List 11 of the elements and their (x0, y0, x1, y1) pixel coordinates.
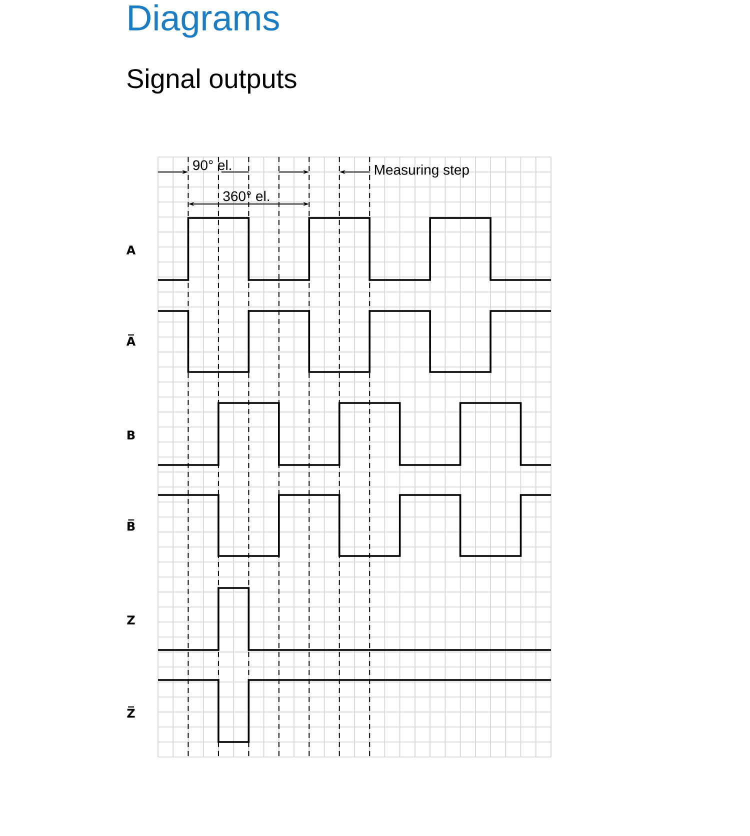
signal-name: Z̅ (127, 706, 135, 718)
signal-name: B̅ (128, 519, 135, 531)
signal-name: A (126, 246, 136, 254)
signal-name: B (128, 430, 135, 440)
signal-name: A̅ (126, 334, 136, 346)
dimension-label: Measuring step (374, 164, 469, 178)
dimension-label: 90° el. (193, 160, 231, 170)
title: Diagrams (129, 4, 279, 38)
dimension-label: 360° el. (223, 190, 269, 202)
subtitle: Signal outputs (127, 68, 296, 94)
signal-name: Z (127, 616, 135, 624)
